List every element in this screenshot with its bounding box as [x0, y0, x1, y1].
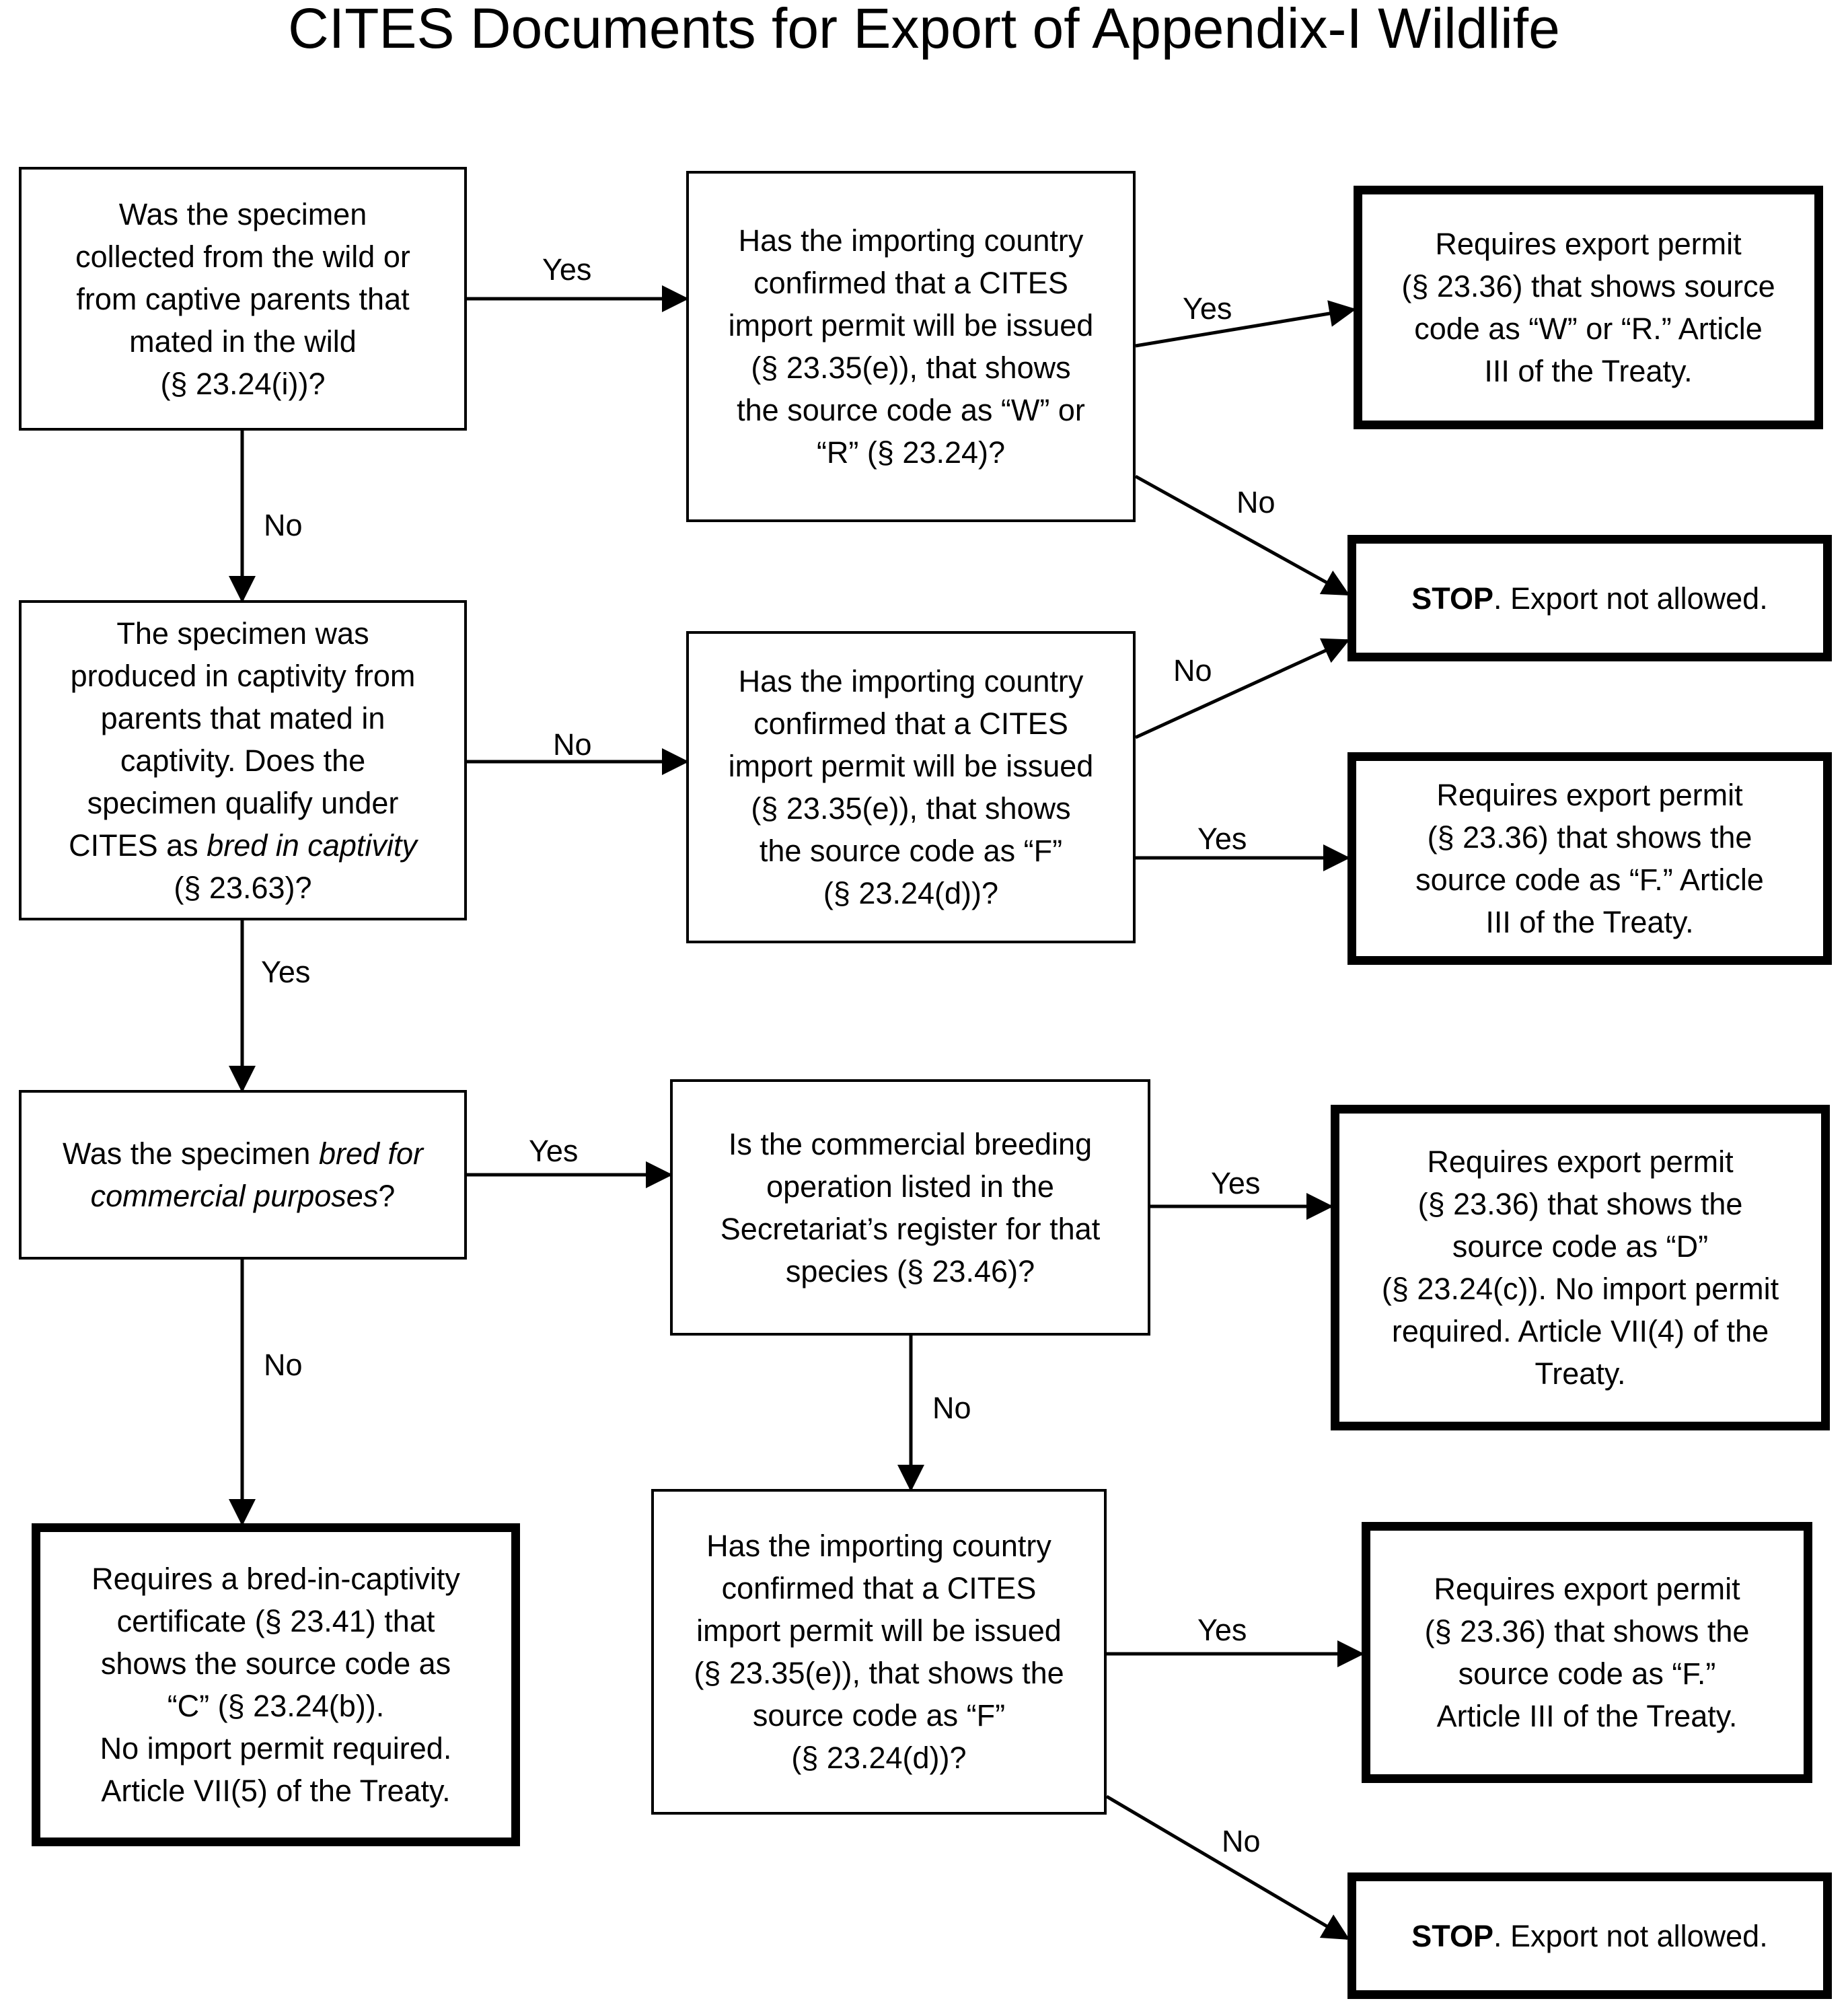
diagram-title: CITES Documents for Export of Appendix-I… — [288, 0, 1560, 60]
edge-import-wr-no — [1134, 474, 1350, 596]
node-export-permit-f-result: Requires export permit (§ 23.36) that sh… — [1347, 752, 1832, 965]
edge-label-import-f1-no: No — [1173, 653, 1212, 688]
node-bred-in-captivity-certificate-result: Requires a bred-in-captivity certificate… — [32, 1523, 520, 1846]
node-captive-bred-question: The specimen was produced in captivity f… — [19, 600, 467, 920]
node-export-permit-d-result: Requires export permit (§ 23.36) that sh… — [1331, 1105, 1830, 1430]
node-import-permit-f-question: Has the importing country confirmed that… — [686, 631, 1136, 943]
node-stop-export-not-allowed-2: STOP. Export not allowed. — [1347, 1872, 1832, 1999]
edge-label-import-wr-no: No — [1236, 485, 1276, 519]
node-export-permit-f-result-2: Requires export permit (§ 23.36) that sh… — [1362, 1522, 1812, 1783]
node-commercial-purposes-question: Was the specimen bred for commercial pur… — [19, 1090, 467, 1260]
edge-label-commercial-yes: Yes — [529, 1134, 579, 1168]
edge-label-register-no: No — [932, 1391, 971, 1425]
edge-label-commercial-no: No — [264, 1348, 303, 1382]
node-stop-export-not-allowed-1: STOP. Export not allowed. — [1347, 535, 1832, 661]
edge-import-wr-yes — [1135, 300, 1356, 348]
edge-label-captive-yes: Yes — [261, 955, 311, 989]
edge-label-wild-yes: Yes — [542, 252, 592, 287]
node-import-permit-wr-question: Has the importing country confirmed that… — [686, 171, 1136, 522]
edge-import-f1-no — [1134, 638, 1350, 739]
edge-label-import-f1-yes: Yes — [1197, 822, 1247, 856]
edge-label-register-yes: Yes — [1211, 1166, 1261, 1200]
node-import-permit-f-question-2: Has the importing country confirmed that… — [651, 1489, 1107, 1815]
node-wild-question: Was the specimen collected from the wild… — [19, 167, 467, 431]
edge-label-captive-no: No — [553, 727, 592, 762]
edge-import-f2-no — [1105, 1794, 1350, 1940]
edge-label-import-wr-yes: Yes — [1183, 291, 1232, 326]
edge-label-import-f2-yes: Yes — [1197, 1613, 1247, 1647]
node-secretariat-register-question: Is the commercial breeding operation lis… — [670, 1079, 1150, 1336]
edge-label-wild-no: No — [264, 508, 303, 542]
edge-label-import-f2-no: No — [1222, 1824, 1261, 1858]
node-export-permit-wr-result: Requires export permit (§ 23.36) that sh… — [1354, 186, 1823, 429]
